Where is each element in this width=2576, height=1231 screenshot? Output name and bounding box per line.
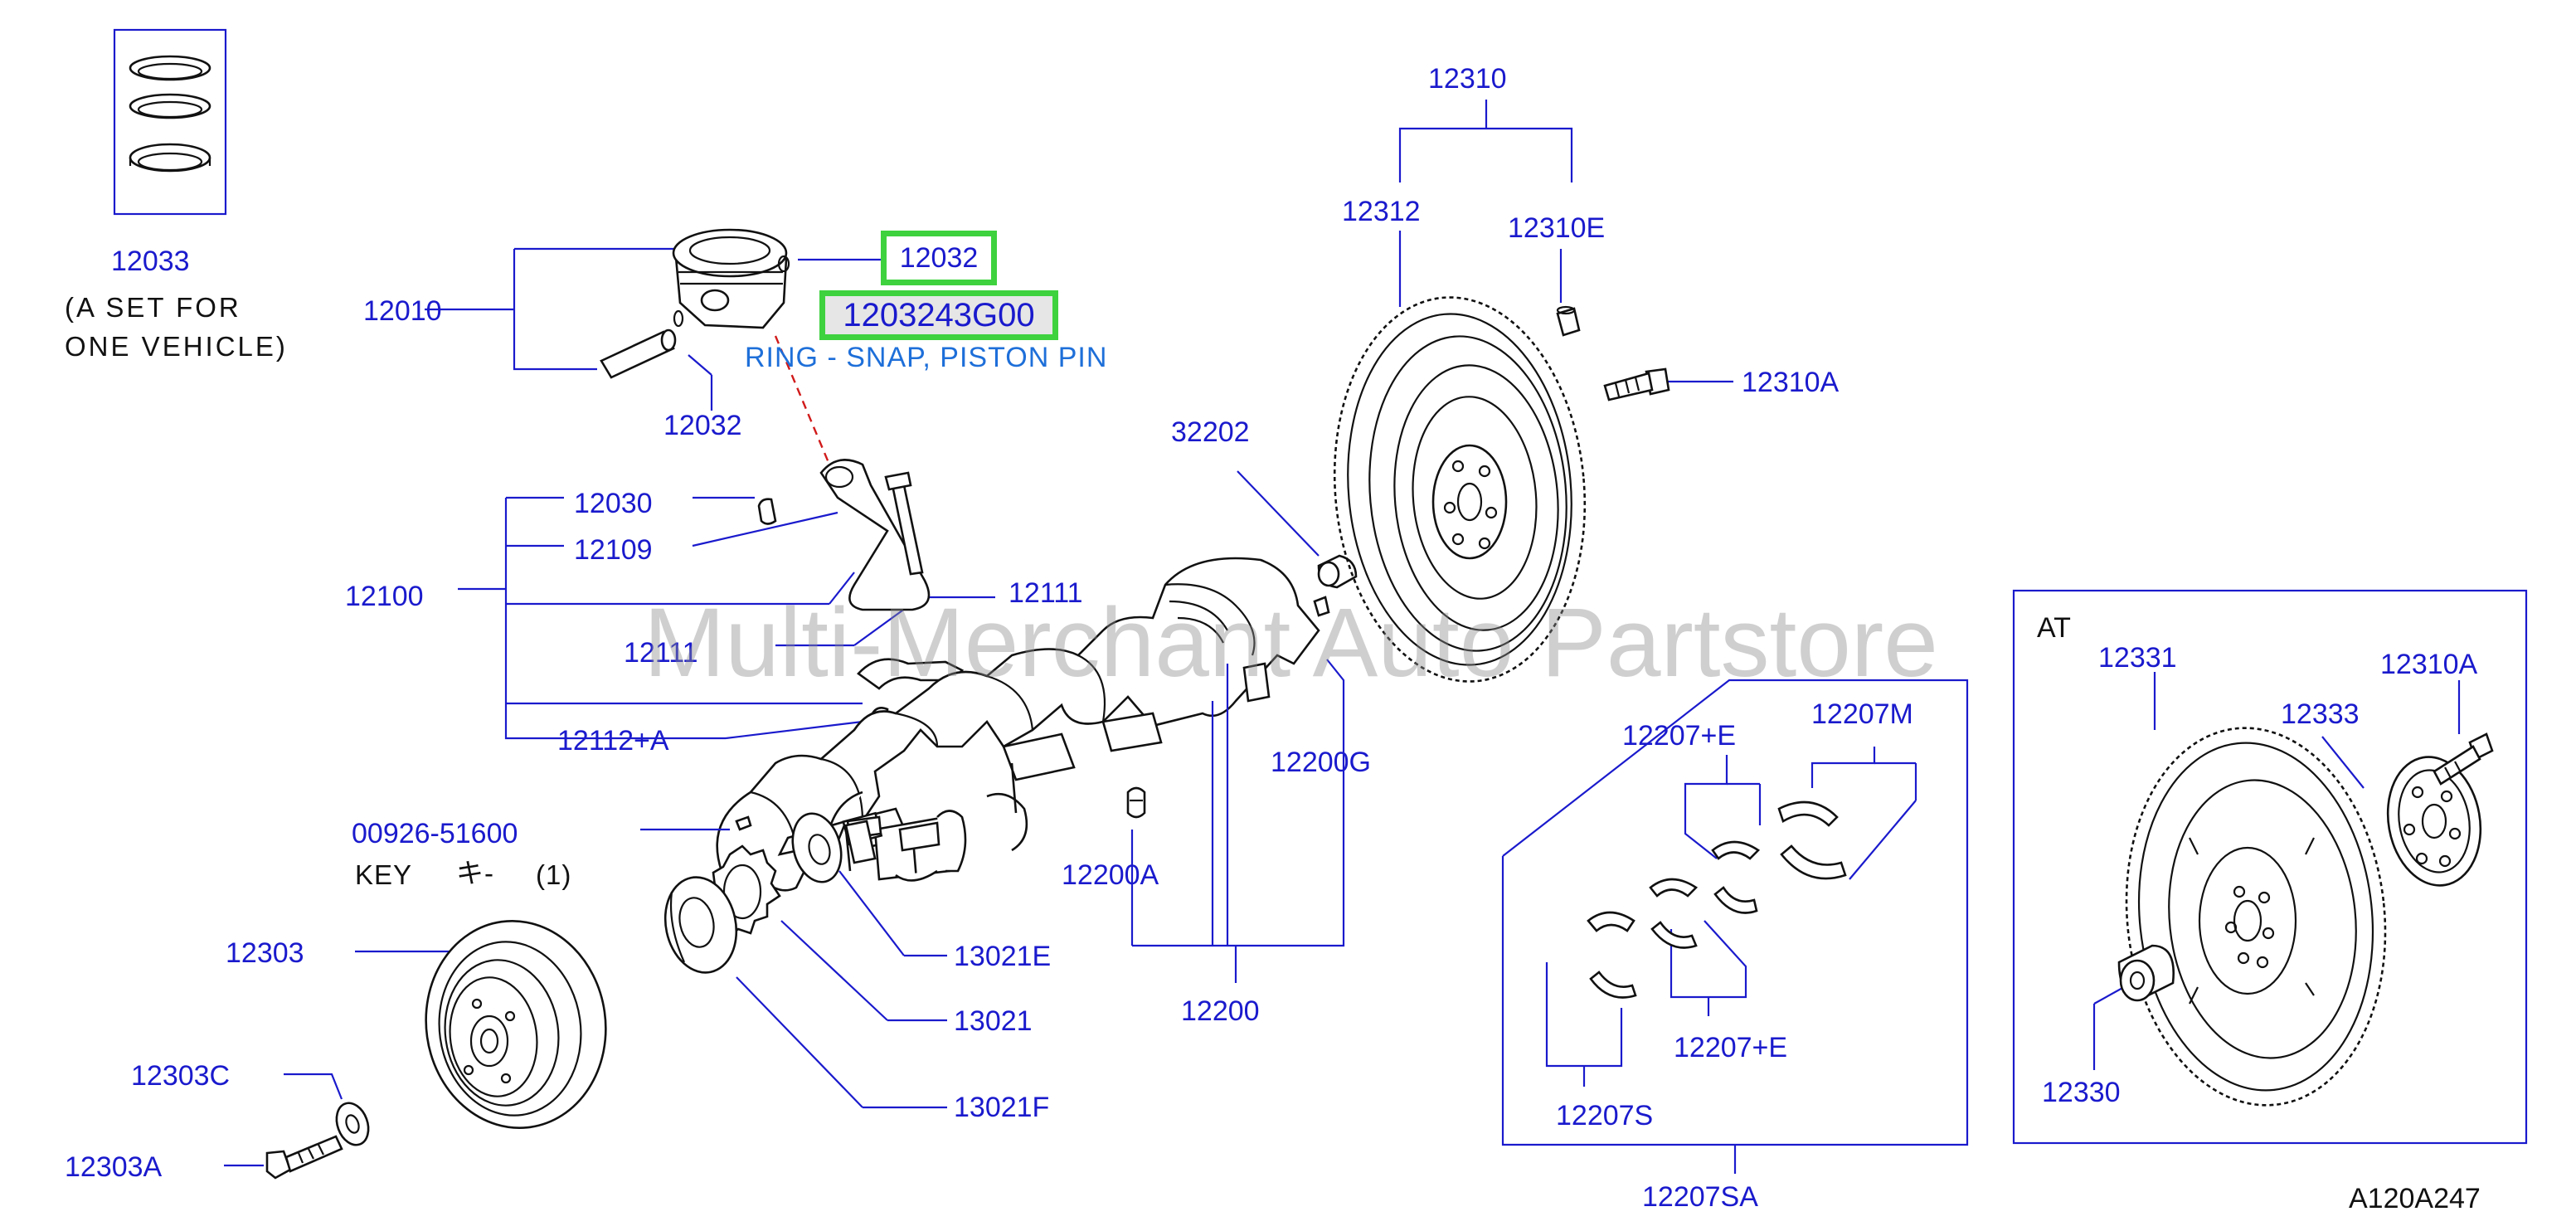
set-note-line2: ONE VEHICLE) <box>65 331 288 362</box>
callout-13021[interactable]: 13021 <box>954 1005 1033 1037</box>
bolt-12303a-drawing <box>265 1135 343 1180</box>
callout-12033[interactable]: 12033 <box>111 246 190 277</box>
callout-12330[interactable]: 12330 <box>2042 1077 2121 1108</box>
key-qty: (1) <box>536 859 572 890</box>
bolt-at-drawing <box>2433 732 2494 786</box>
dowel-12310e-drawing <box>1556 305 1581 337</box>
callout-12310e[interactable]: 12310E <box>1508 212 1606 244</box>
callout-12310a-at[interactable]: 12310A <box>2380 649 2478 680</box>
callout-12331[interactable]: 12331 <box>2098 642 2177 674</box>
bolt-12310a-drawing <box>1603 367 1670 401</box>
washer-12303c-drawing <box>335 1102 370 1146</box>
callout-12207sa[interactable]: 12207SA <box>1642 1181 1758 1213</box>
callout-12310a[interactable]: 12310A <box>1742 367 1840 398</box>
flywheel-drawing <box>1333 296 1587 683</box>
selected-part-number-box[interactable]: 12032 <box>881 231 997 285</box>
key-drawing <box>735 815 752 831</box>
connecting-rod-drawing <box>757 459 931 611</box>
callout-13021e[interactable]: 13021E <box>954 941 1052 972</box>
key-label: KEY <box>355 859 413 890</box>
callout-12030[interactable]: 12030 <box>574 488 653 519</box>
main-bearings-drawing <box>1587 800 1847 999</box>
callout-12310[interactable]: 12310 <box>1428 63 1507 95</box>
callout-12200g[interactable]: 12200G <box>1271 747 1371 778</box>
ring-set-box <box>113 28 227 216</box>
at-box <box>2012 589 2528 1145</box>
selected-part-description: RING - SNAP, PISTON PIN <box>745 342 1108 373</box>
set-note-line1: (A SET FOR <box>65 292 241 323</box>
callout-12100[interactable]: 12100 <box>345 581 424 612</box>
callout-12010[interactable]: 12010 <box>363 295 442 327</box>
reinforcement-plate-drawing <box>2386 756 2482 887</box>
callout-12303c[interactable]: 12303C <box>131 1060 231 1092</box>
callout-12207-e-bottom[interactable]: 12207+E <box>1674 1032 1788 1063</box>
pilot-bushing-drawing <box>1313 554 1358 617</box>
callout-12207s[interactable]: 12207S <box>1556 1100 1654 1131</box>
callout-00926-51600[interactable]: 00926-51600 <box>352 818 518 849</box>
crank-pulley-small-drawing <box>663 876 738 974</box>
bearing-set-box <box>1501 679 1969 1146</box>
callout-32202[interactable]: 32202 <box>1171 416 1250 448</box>
callout-12111-right[interactable]: 12111 <box>1009 577 1083 609</box>
callout-12200a[interactable]: 12200A <box>1062 859 1159 891</box>
bracket-12010 <box>513 249 597 371</box>
callout-12200[interactable]: 12200 <box>1181 995 1260 1027</box>
piston-drawing <box>672 228 790 329</box>
piston-pin-drawing <box>600 309 684 379</box>
callout-12207m[interactable]: 12207M <box>1811 698 1913 730</box>
dowel-12200a-drawing <box>1126 786 1146 819</box>
callout-12312[interactable]: 12312 <box>1342 196 1421 227</box>
at-label: AT <box>2037 612 2071 644</box>
crank-snout-drawing <box>844 820 877 864</box>
diagram-ref: A120A247 <box>2349 1183 2481 1214</box>
callout-12303[interactable]: 12303 <box>226 937 304 969</box>
piston-rings-drawing <box>129 55 211 173</box>
callout-12112-a[interactable]: 12112+A <box>557 725 669 757</box>
callout-12109[interactable]: 12109 <box>574 534 653 566</box>
callout-12303a[interactable]: 12303A <box>65 1151 163 1183</box>
callout-12032-pin[interactable]: 12032 <box>663 410 742 441</box>
selected-part-code-box[interactable]: 1203243G00 <box>819 290 1058 340</box>
spacer-12330-drawing <box>2117 944 2175 1002</box>
callout-13021f[interactable]: 13021F <box>954 1092 1050 1123</box>
callout-12207-e-top[interactable]: 12207+E <box>1622 720 1737 752</box>
callout-12111-left[interactable]: 12111 <box>624 637 698 669</box>
crank-pulley-drawing <box>425 920 607 1129</box>
callout-12333[interactable]: 12333 <box>2281 698 2360 730</box>
sprocket-washer-drawing <box>791 812 843 883</box>
key-jp-label: キ- <box>456 858 494 888</box>
drive-plate-drawing <box>2125 727 2387 1107</box>
